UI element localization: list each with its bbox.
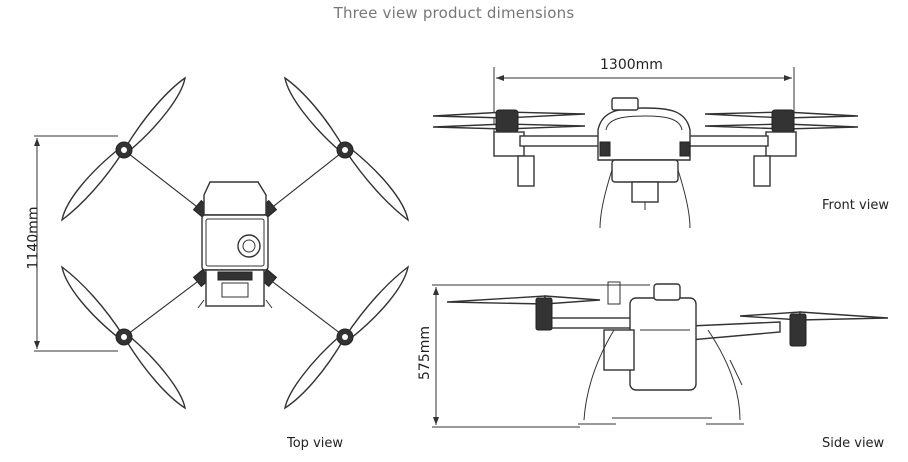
side-view-drawing (432, 281, 889, 428)
side-height-dimension: 575mm (417, 326, 433, 380)
top-height-dimension: 1140mm (25, 206, 42, 270)
front-view-drawing (432, 67, 859, 229)
front-view-label: Front view (822, 198, 889, 213)
top-view-drawing (34, 76, 410, 410)
diagram-title: Three view product dimensions (333, 4, 575, 22)
front-width-dimension: 1300mm (600, 57, 663, 73)
top-view-label: Top view (287, 436, 344, 451)
side-view-label: Side view (822, 436, 885, 451)
